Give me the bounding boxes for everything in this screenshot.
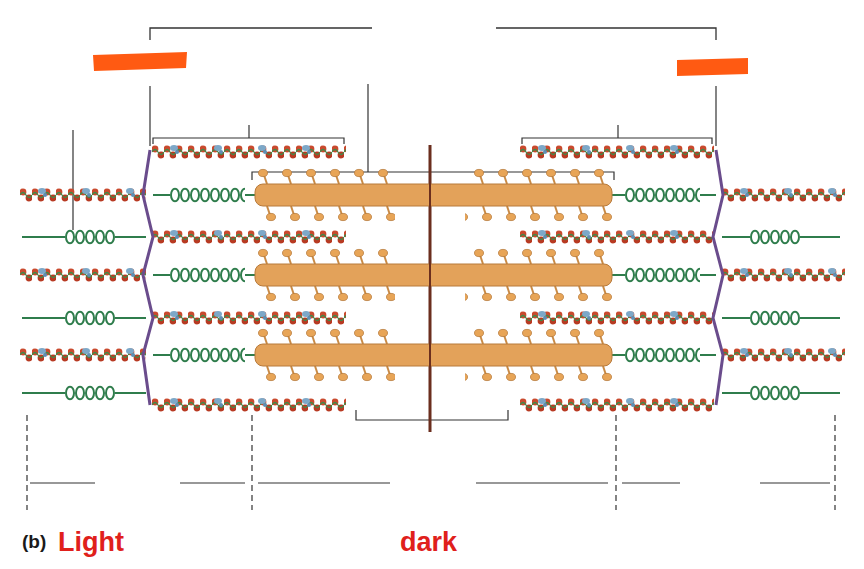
z-disc (143, 150, 153, 405)
m-line (429, 145, 431, 432)
troponin (520, 144, 714, 160)
actin-filament (152, 310, 346, 326)
titin-strand (22, 317, 65, 319)
z-disc (713, 150, 723, 405)
leader-lines (73, 84, 716, 430)
titin-coil (170, 267, 245, 283)
titin-strand (115, 236, 146, 238)
titin-strand (153, 274, 170, 276)
actin-filament (722, 187, 845, 203)
band-line (258, 482, 390, 483)
dashed-guide (615, 415, 616, 510)
h-zone-bracket (356, 410, 508, 420)
bracket-tick (617, 125, 618, 138)
band-line (180, 482, 245, 483)
troponin (152, 144, 346, 160)
troponin (722, 187, 845, 203)
titin-strand (115, 392, 146, 394)
actin-filament (520, 397, 714, 413)
titin-strand (22, 392, 65, 394)
band-line (622, 482, 680, 483)
titin-coil (170, 347, 245, 363)
actin-filament (152, 144, 346, 160)
titin-strand (153, 194, 170, 196)
actin-filament (722, 347, 845, 363)
actin-filament (520, 310, 714, 326)
titin-coil (170, 187, 245, 203)
bracket-line (496, 28, 716, 40)
titin-strand (722, 317, 750, 319)
band-line (760, 482, 830, 483)
actin-filament (722, 267, 845, 283)
troponin (152, 310, 346, 326)
band-line (30, 482, 95, 483)
titin-coil (625, 187, 700, 203)
titin-strand (800, 236, 840, 238)
thin-filaments (20, 144, 845, 413)
redaction-bar (93, 52, 187, 71)
actin-filament (152, 229, 346, 245)
band-line (476, 482, 608, 483)
titin-coil (625, 267, 700, 283)
troponin (722, 267, 845, 283)
leader-line (149, 86, 150, 146)
titin-strand (700, 354, 716, 356)
band-guides (27, 415, 835, 510)
titin-strand (722, 236, 750, 238)
titin-coil (625, 347, 700, 363)
troponin (152, 229, 346, 245)
thin-filament-bracket (153, 138, 344, 144)
titin-coil (65, 229, 115, 245)
figure-letter: (b) (22, 532, 46, 553)
myosin-rod (255, 184, 612, 206)
troponin (520, 229, 714, 245)
redaction-bar (677, 58, 748, 76)
leader-line (715, 86, 716, 146)
actin-filament (152, 397, 346, 413)
titin-strand (722, 392, 750, 394)
actin-filament (20, 267, 146, 283)
thin-filament-bracket (522, 138, 712, 144)
actin-filament (520, 229, 714, 245)
titin-strand (700, 194, 716, 196)
actin-filament (20, 347, 146, 363)
titin-strand (153, 354, 170, 356)
dashed-guide (26, 415, 27, 510)
sarcomere-bracket (150, 28, 716, 40)
dashed-guide (251, 415, 252, 510)
troponin (520, 397, 714, 413)
actin-filament (520, 144, 714, 160)
titin-coil (750, 310, 800, 326)
troponin (722, 347, 845, 363)
troponin (20, 187, 146, 203)
titin-strand (700, 274, 716, 276)
band-label: dark (400, 528, 457, 558)
bracket-line (150, 28, 372, 40)
bracket-tick (248, 125, 249, 138)
troponin (20, 267, 146, 283)
titin-coil (65, 310, 115, 326)
titin-strand (22, 236, 65, 238)
titin-coil (750, 385, 800, 401)
titin-coils (65, 187, 800, 401)
myosin-rod (255, 264, 612, 286)
band-label: Light (58, 528, 124, 558)
titin-coil (750, 229, 800, 245)
thick-filaments (255, 145, 612, 432)
actin-filament (20, 187, 146, 203)
titin-coil (65, 385, 115, 401)
leader-line (72, 130, 73, 230)
titin-strand (800, 392, 840, 394)
myosin-rod (255, 344, 612, 366)
titin-strand (800, 317, 840, 319)
troponin (152, 397, 346, 413)
titin-strand (115, 317, 146, 319)
leader-line (367, 84, 368, 172)
troponin (520, 310, 714, 326)
troponin (20, 347, 146, 363)
dashed-guide (834, 415, 835, 510)
